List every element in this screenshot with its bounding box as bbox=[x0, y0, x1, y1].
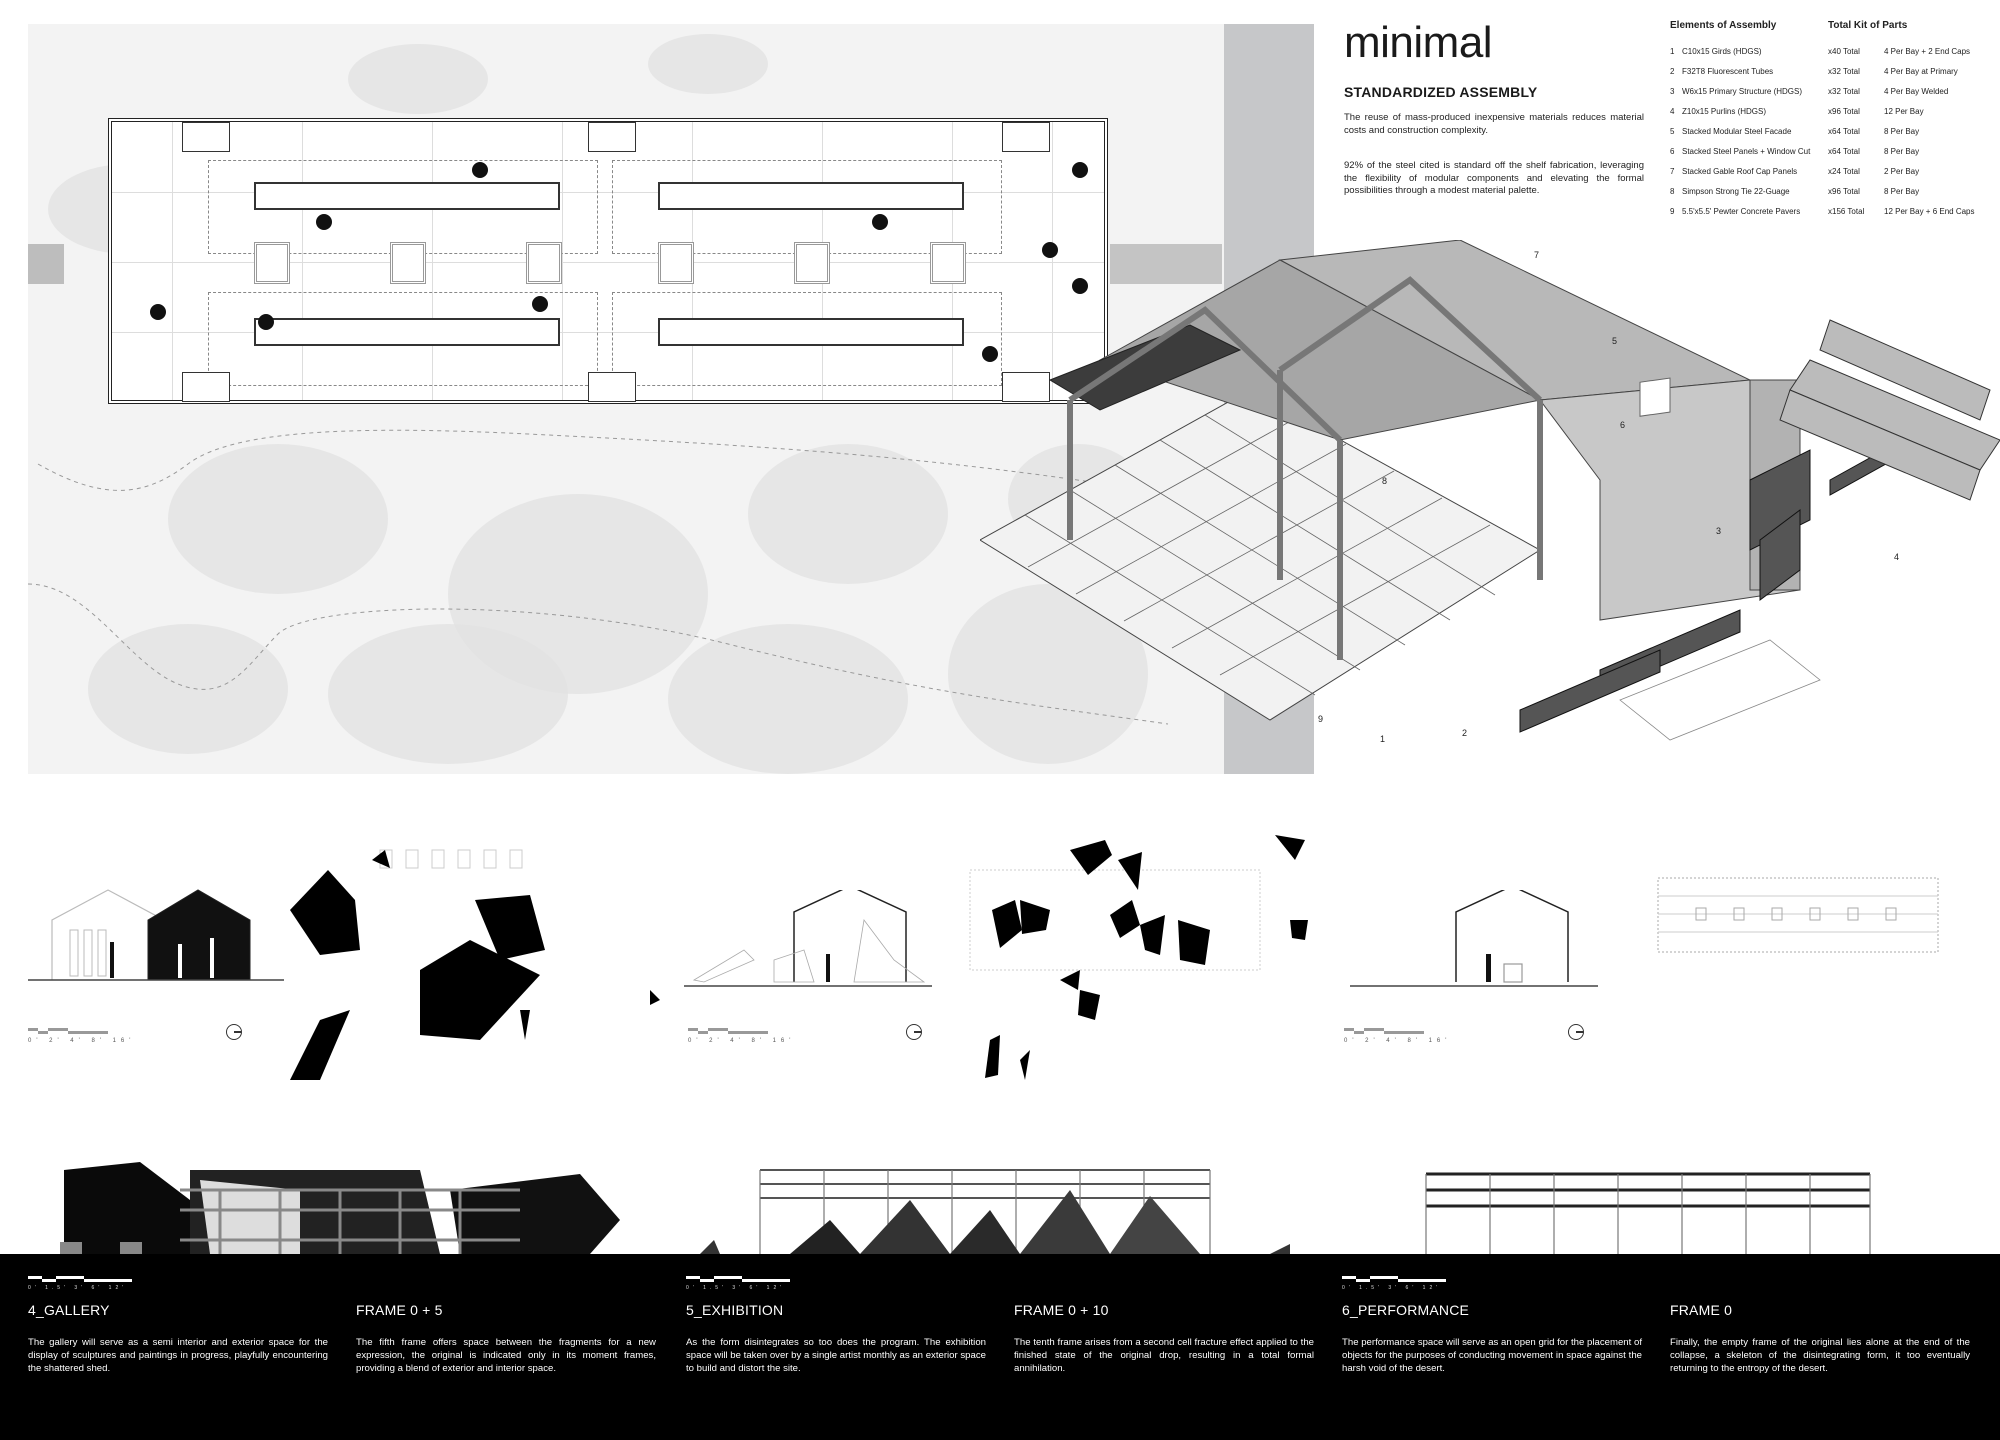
gallery-elevation bbox=[60, 1162, 620, 1254]
person-figure bbox=[258, 314, 274, 330]
performance-section-drawing bbox=[1350, 890, 1598, 987]
zone-outline bbox=[612, 292, 1002, 386]
site-contour-lines bbox=[28, 429, 1169, 725]
zone-outline bbox=[208, 292, 598, 386]
caption-title-frame-10: FRAME 0 + 10 bbox=[1014, 1302, 1109, 1318]
desk bbox=[182, 372, 230, 402]
north-arrow-icon bbox=[906, 1024, 922, 1040]
iso-label-2: 2 bbox=[1462, 728, 1468, 738]
caption-title-gallery: 4_GALLERY bbox=[28, 1302, 110, 1318]
vegetation-patch bbox=[168, 444, 388, 594]
person-figure bbox=[1042, 242, 1058, 258]
parts-list: Elements of Assembly Total Kit of Parts … bbox=[1670, 20, 1990, 221]
iso-label-5: 5 bbox=[1612, 336, 1618, 346]
vegetation-patch bbox=[748, 444, 948, 584]
vegetation-patch bbox=[88, 624, 288, 754]
work-table bbox=[658, 318, 964, 346]
display-plinth bbox=[390, 242, 426, 284]
vegetation-patch bbox=[648, 34, 768, 94]
work-table bbox=[254, 318, 560, 346]
desk bbox=[182, 122, 230, 152]
intro-paragraph: The reuse of mass-produced inexpensive m… bbox=[1344, 112, 1644, 136]
person-figure bbox=[316, 214, 332, 230]
frame-0-grid-plan bbox=[1657, 877, 1939, 953]
gallery-section-drawing bbox=[28, 889, 284, 981]
work-table bbox=[658, 182, 964, 210]
exhibition-section-drawing bbox=[684, 890, 932, 987]
desk bbox=[588, 122, 636, 152]
person-figure bbox=[150, 304, 166, 320]
vegetation-patch bbox=[348, 44, 488, 114]
north-arrow-icon bbox=[1568, 1024, 1584, 1040]
person-figure bbox=[532, 296, 548, 312]
frame-5-fragment-plan bbox=[290, 849, 660, 1080]
caption-title-frame-5: FRAME 0 + 5 bbox=[356, 1302, 443, 1318]
display-plinth bbox=[794, 242, 830, 284]
caption-band bbox=[0, 1254, 2000, 1440]
iso-label-1: 1 bbox=[1380, 734, 1386, 744]
person-figure bbox=[1072, 278, 1088, 294]
scale-bar: 0' 2' 4' 8' 16' bbox=[1344, 1028, 1446, 1044]
caption-text-frame-0: Finally, the empty frame of the original… bbox=[1670, 1337, 1970, 1374]
desk bbox=[588, 372, 636, 402]
person-figure bbox=[1072, 162, 1088, 178]
display-plinth bbox=[658, 242, 694, 284]
frame-10-fragment-plan bbox=[969, 835, 1308, 1080]
caption-title-exhibition: 5_EXHIBITION bbox=[686, 1302, 784, 1318]
person-figure bbox=[472, 162, 488, 178]
floor-plan bbox=[108, 118, 1108, 404]
desk bbox=[1002, 122, 1050, 152]
page-title: minimal bbox=[1344, 18, 1493, 67]
work-table bbox=[254, 182, 560, 210]
iso-label-7: 7 bbox=[1534, 250, 1540, 260]
person-figure bbox=[872, 214, 888, 230]
caption-title-frame-0: FRAME 0 bbox=[1670, 1302, 1733, 1318]
iso-label-6: 6 bbox=[1620, 420, 1626, 430]
caption-text-frame-5: The fifth frame offers space between the… bbox=[356, 1337, 656, 1374]
iso-label-9: 9 bbox=[1318, 714, 1324, 724]
caption-text-performance: The performance space will serve as an o… bbox=[1342, 1337, 1642, 1374]
display-plinth bbox=[254, 242, 290, 284]
elevation-scale-bar: 0' 1.5' 3' 6' 12' bbox=[686, 1276, 796, 1291]
caption-text-frame-10: The tenth frame arises from a second cel… bbox=[1014, 1337, 1314, 1374]
iso-label-3: 3 bbox=[1716, 526, 1722, 536]
scale-bar: 0' 2' 4' 8' 16' bbox=[688, 1028, 790, 1044]
iso-label-8: 8 bbox=[1382, 476, 1388, 486]
iso-label-4: 4 bbox=[1894, 552, 1900, 562]
caption-text-exhibition: As the form disintegrates so too does th… bbox=[686, 1337, 986, 1374]
isometric-assembly-drawing bbox=[980, 240, 2000, 741]
steel-paragraph: 92% of the steel cited is standard off t… bbox=[1344, 160, 1644, 196]
west-entry-pad bbox=[28, 244, 64, 284]
display-plinth bbox=[930, 242, 966, 284]
vegetation-patch bbox=[668, 624, 908, 774]
east-entry-pad bbox=[1110, 244, 1222, 284]
elevation-scale-bar: 0' 1.5' 3' 6' 12' bbox=[28, 1276, 138, 1291]
performance-elevation bbox=[1425, 1172, 1871, 1254]
exhibition-elevation bbox=[700, 1169, 1290, 1254]
vegetation-patch bbox=[328, 624, 568, 764]
scale-bar: 0' 2' 4' 8' 16' bbox=[28, 1028, 130, 1044]
caption-text-gallery: The gallery will serve as a semi interio… bbox=[28, 1337, 328, 1374]
elements-heading: Elements of Assembly bbox=[1670, 20, 1777, 31]
elevation-scale-bar: 0' 1.5' 3' 6' 12' bbox=[1342, 1276, 1452, 1291]
parts-list-header: Elements of Assembly Total Kit of Parts bbox=[1670, 20, 1990, 31]
person-figure bbox=[982, 346, 998, 362]
kit-heading: Total Kit of Parts bbox=[1828, 20, 1908, 31]
caption-title-performance: 6_PERFORMANCE bbox=[1342, 1302, 1470, 1318]
display-plinth bbox=[526, 242, 562, 284]
section-subtitle: STANDARDIZED ASSEMBLY bbox=[1344, 84, 1538, 100]
desk bbox=[1002, 372, 1050, 402]
north-arrow-icon bbox=[226, 1024, 242, 1040]
